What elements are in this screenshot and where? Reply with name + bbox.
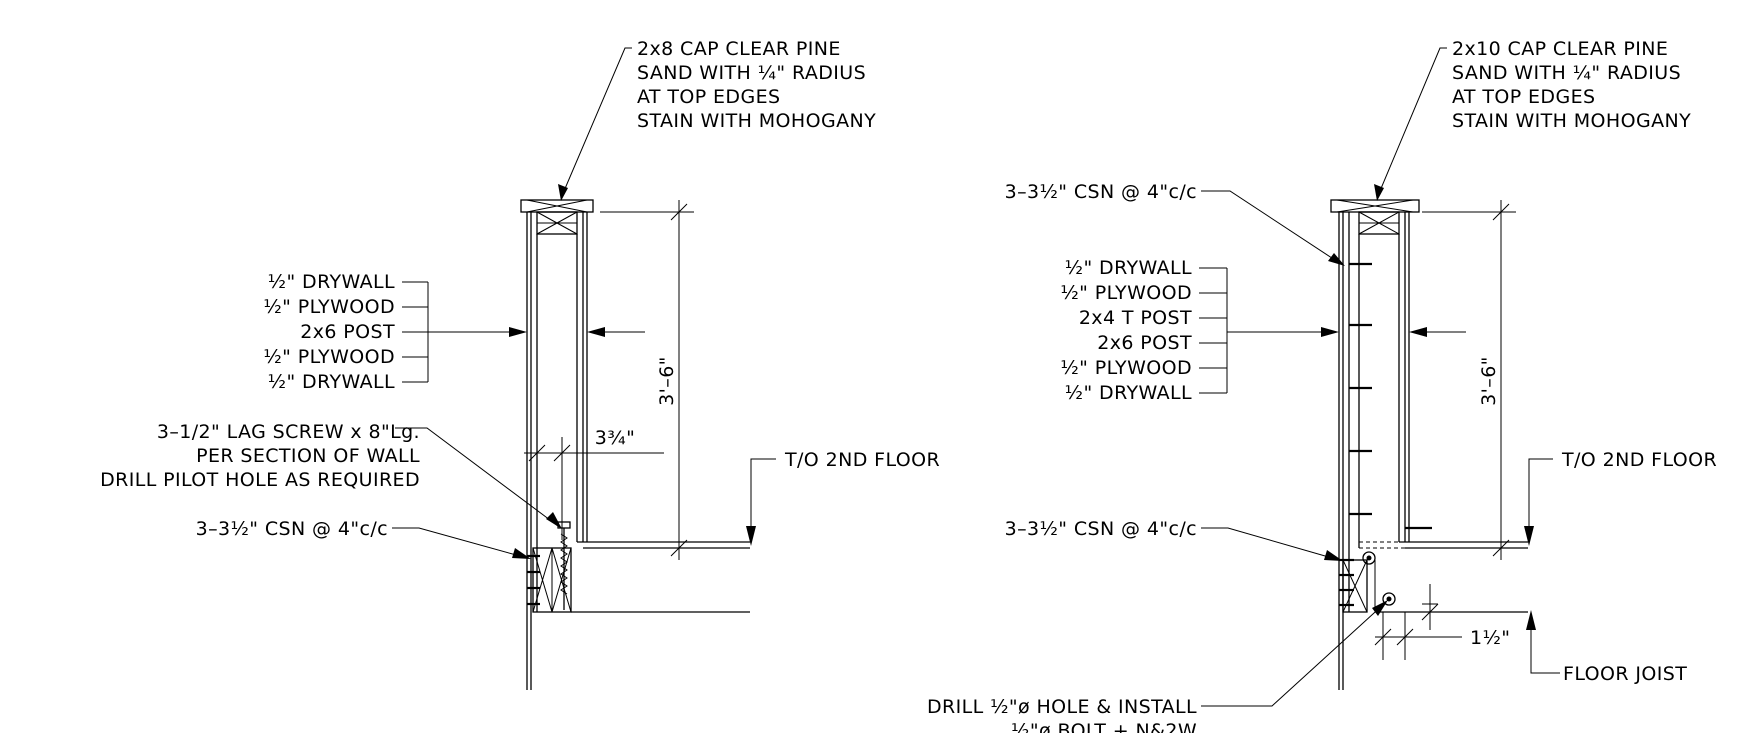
left-floor-label: T/O 2ND FLOOR [784,449,940,471]
right-layer-label-5: ½" PLYWOOD [1060,357,1192,379]
right-detail: 2x10 CAP CLEAR PINE SAND WITH ¼" RADIUS … [927,38,1717,733]
left-layer-label-3: 2x6 POST [300,321,395,343]
right-bolt-note: DRILL ½"ø HOLE & INSTALL ½"ø BOLT + N&2W [927,600,1388,733]
right-csn-top-label: 3–3½" CSN @ 4"c/c [1005,181,1197,203]
left-width-dim-label: 3¾" [595,427,635,449]
left-floor-level-marker: T/O 2ND FLOOR [746,449,940,546]
right-layer-label-6: ½" DRYWALL [1065,382,1192,404]
right-cap [1330,199,1420,235]
right-cap-note-line-1: 2x10 CAP CLEAR PINE [1452,38,1668,60]
right-layer-label-2: ½" PLYWOOD [1060,282,1192,304]
right-height-dim-label: 3'–6" [1478,356,1500,406]
right-floor [1375,541,1528,613]
right-offset-dim-label: 1½" [1470,627,1510,649]
left-lag-screw-note: 3–1/2" LAG SCREW x 8"Lg. PER SECTION OF … [100,421,562,529]
right-floor-level-marker: T/O 2ND FLOOR [1524,449,1717,546]
left-csn-note: 3–3½" CSN @ 4"c/c [196,518,531,559]
left-wall-section [526,212,588,690]
left-floor [571,541,750,613]
right-cap-note-line-3: AT TOP EDGES [1452,86,1595,108]
right-bolt-note-line-1: DRILL ½"ø HOLE & INSTALL [927,696,1197,718]
left-cap-note-line-4: STAIN WITH MOHOGANY [637,110,876,132]
right-layer-label-3: 2x4 T POST [1079,307,1192,329]
right-cap-note: 2x10 CAP CLEAR PINE SAND WITH ¼" RADIUS … [1374,38,1691,201]
right-layer-label-4: 2x6 POST [1097,332,1192,354]
left-cap-note-line-1: 2x8 CAP CLEAR PINE [637,38,841,60]
left-cap-note-line-2: SAND WITH ¼" RADIUS [637,62,866,84]
left-lag-note-line-2: PER SECTION OF WALL [196,445,420,467]
left-cap-arrowhead [558,184,568,201]
right-offset-dimension: 1½" [1374,584,1510,660]
right-layer-labels: ½" DRYWALL ½" PLYWOOD 2x4 T POST 2x6 POS… [1060,257,1466,404]
right-cap-note-line-2: SAND WITH ¼" RADIUS [1452,62,1681,84]
left-cap-leader [560,47,632,199]
left-lag-note-line-3: DRILL PILOT HOLE AS REQUIRED [100,469,420,491]
left-width-dimension: 3¾" [524,427,664,540]
right-bolt-note-line-2: ½"ø BOLT + N&2W [1011,720,1197,733]
right-joist-label: FLOOR JOIST [1563,663,1687,685]
left-csn-label: 3–3½" CSN @ 4"c/c [196,518,388,540]
left-cap-note-line-3: AT TOP EDGES [637,86,780,108]
right-csn-bottom-note: 3–3½" CSN @ 4"c/c [1005,518,1343,561]
right-csn-top-note: 3–3½" CSN @ 4"c/c [1005,181,1345,266]
right-wall-section [1338,212,1432,690]
left-detail: 2x8 CAP CLEAR PINE SAND WITH ¼" RADIUS A… [100,38,940,690]
left-layer-label-5: ½" DRYWALL [268,371,395,393]
left-cap [520,199,594,235]
left-layer-label-1: ½" DRYWALL [268,271,395,293]
left-height-dimension: 3'–6" [600,200,694,560]
left-layer-label-4: ½" PLYWOOD [263,346,395,368]
left-layer-arrow-right [587,327,605,337]
left-layer-label-2: ½" PLYWOOD [263,296,395,318]
right-csn-bottom-label: 3–3½" CSN @ 4"c/c [1005,518,1197,540]
right-floor-label: T/O 2ND FLOOR [1561,449,1717,471]
right-height-dimension: 3'–6" [1422,200,1516,560]
left-layer-arrow-left [509,327,527,337]
right-layer-label-1: ½" DRYWALL [1065,257,1192,279]
right-floor-joist-label: FLOOR JOIST [1526,610,1687,685]
left-height-dim-label: 3'–6" [656,356,678,406]
left-layer-labels: ½" DRYWALL ½" PLYWOOD 2x6 POST ½" PLYWOO… [263,271,645,393]
right-cap-note-line-4: STAIN WITH MOHOGANY [1452,110,1691,132]
left-lag-note-line-1: 3–1/2" LAG SCREW x 8"Lg. [157,421,420,443]
left-cap-note: 2x8 CAP CLEAR PINE SAND WITH ¼" RADIUS A… [558,38,876,201]
